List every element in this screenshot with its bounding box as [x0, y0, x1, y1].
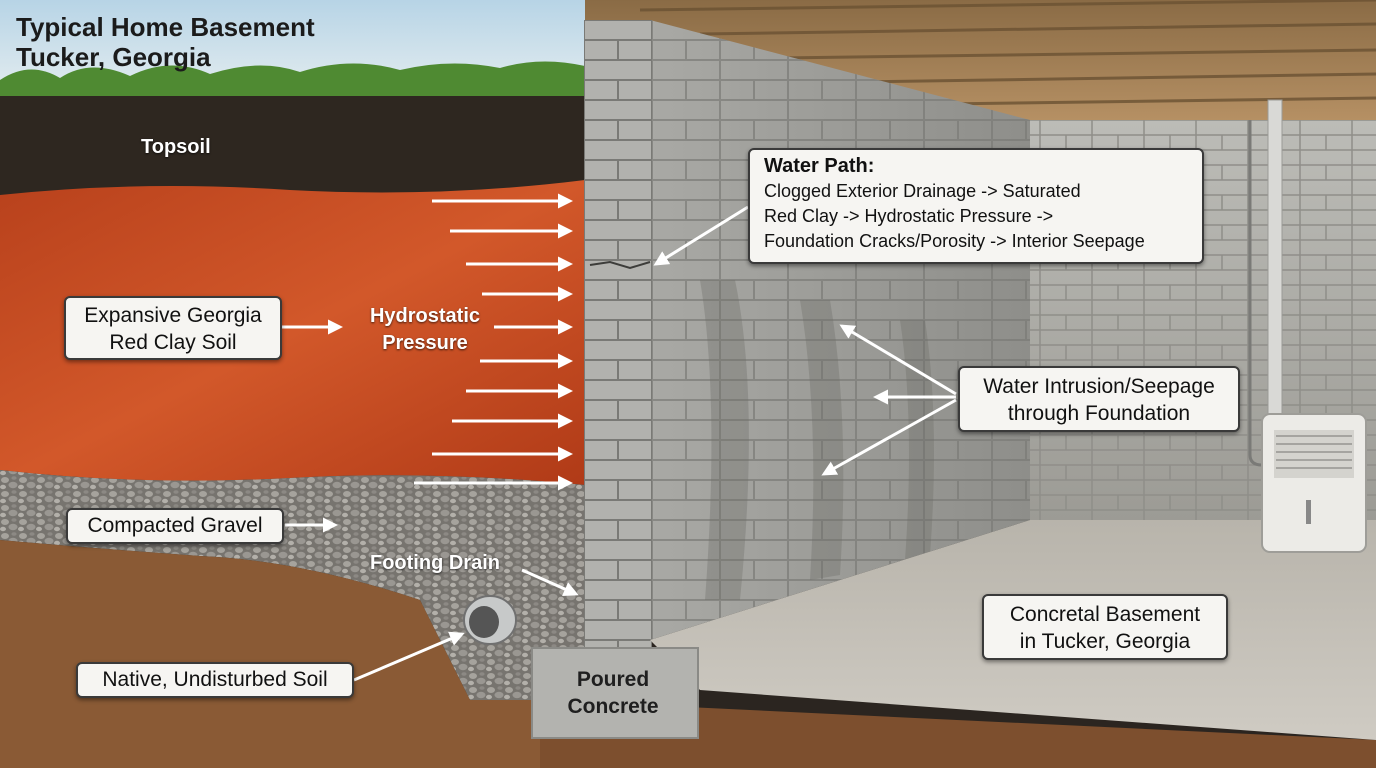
water-path-line-3: Foundation Cracks/Porosity -> Interior S…	[764, 231, 1145, 251]
title-line-1: Typical Home Basement	[16, 12, 315, 42]
pressure-arrows	[414, 193, 573, 491]
clay-line-1: Expansive Georgia	[84, 304, 262, 327]
pressure-label-line-2: Pressure	[382, 332, 468, 354]
grass	[0, 61, 585, 100]
hydrostatic-pressure-label: Hydrostatic Pressure	[360, 303, 490, 357]
gravel-callout: Compacted Gravel	[66, 508, 284, 544]
pressure-label-line-1: Hydrostatic	[369, 305, 481, 327]
water-path-callout: Water Path: Clogged Exterior Drainage ->…	[748, 148, 1204, 264]
basement-callout: Concretal Basement in Tucker, Georgia	[982, 594, 1228, 660]
red-clay-callout: Expansive Georgia Red Clay Soil	[64, 296, 282, 360]
title-line-2: Tucker, Georgia	[16, 42, 211, 72]
dehumidifier	[1261, 413, 1367, 553]
poured-concrete-footing	[531, 647, 699, 739]
seepage-arrow-top	[839, 324, 957, 396]
seepage-line-2: through Foundation	[1007, 402, 1191, 425]
native-soil-arrow	[353, 631, 465, 682]
seepage-arrow-bottom	[821, 398, 957, 476]
footing-drain-pipe	[463, 595, 517, 645]
seepage-line-1: Water Intrusion/Seepage	[983, 375, 1215, 398]
poured-concrete-label: Poured Concrete	[548, 666, 678, 720]
red-clay-layer	[0, 180, 585, 485]
topsoil-label: Topsoil	[141, 136, 211, 158]
diagram-title: Typical Home Basement Tucker, Georgia	[16, 12, 315, 72]
foundation-crack	[589, 260, 651, 270]
footing-drain-arrow	[521, 568, 579, 596]
water-path-line-1: Clogged Exterior Drainage -> Saturated	[764, 181, 1081, 201]
seepage-callout: Water Intrusion/Seepage through Foundati…	[958, 366, 1240, 432]
poured-label-line-2: Concrete	[567, 695, 659, 718]
native-soil-callout: Native, Undisturbed Soil	[76, 662, 354, 698]
water-path-line-2: Red Clay -> Hydrostatic Pressure ->	[764, 206, 1054, 226]
basement-line-2: in Tucker, Georgia	[1019, 630, 1191, 653]
poured-label-line-1: Poured	[576, 668, 650, 691]
water-path-arrow	[653, 205, 749, 266]
topsoil-layer	[0, 96, 585, 200]
footing-drain-label: Footing Drain	[370, 552, 500, 574]
basement-line-1: Concretal Basement	[1009, 603, 1201, 626]
native-soil-layer	[0, 540, 540, 768]
clay-line-2: Red Clay Soil	[109, 331, 237, 354]
water-path-heading: Water Path:	[764, 155, 875, 177]
